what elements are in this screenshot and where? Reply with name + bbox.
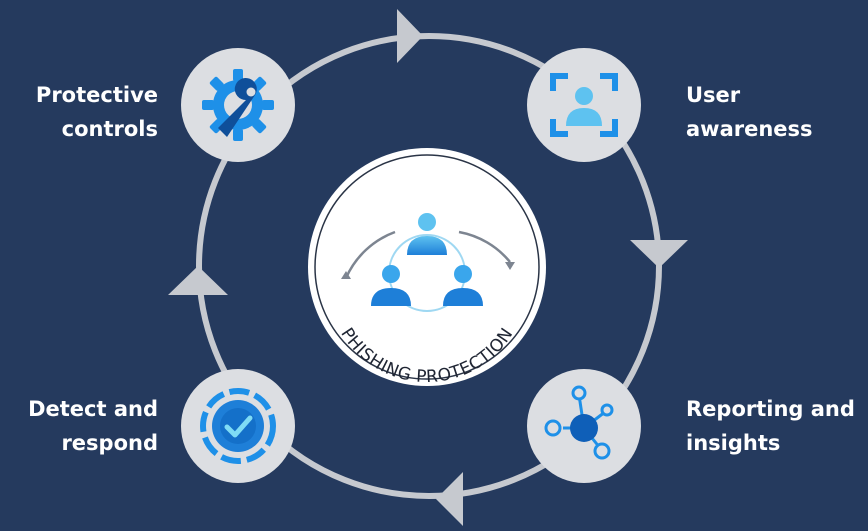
stage-node-reporting-insights: [527, 369, 641, 483]
stage-label-protective-controls: Protective controls: [35, 83, 158, 141]
stage-label-user-awareness: User awareness: [686, 83, 813, 141]
gear-wrench-icon: [202, 69, 274, 141]
user-focus-icon: [550, 73, 618, 137]
network-hub-icon: [544, 385, 614, 460]
arrow-bottom-icon: [436, 472, 463, 526]
stage-node-protective-controls: [181, 48, 295, 162]
stage-label-detect-respond: Detect and respond: [28, 397, 158, 455]
stage-label-reporting-insights: Reporting and insights: [686, 397, 855, 455]
people-cycle-icon: [341, 213, 515, 312]
arrow-top-icon: [397, 9, 423, 63]
arrow-right-icon: [630, 240, 688, 268]
arrow-left-icon: [168, 266, 228, 295]
stage-node-detect-respond: [181, 369, 295, 483]
stage-node-user-awareness: [527, 48, 641, 162]
shield-check-icon: [200, 388, 276, 464]
center-badge: PHISHING PROTECTION: [308, 148, 546, 387]
